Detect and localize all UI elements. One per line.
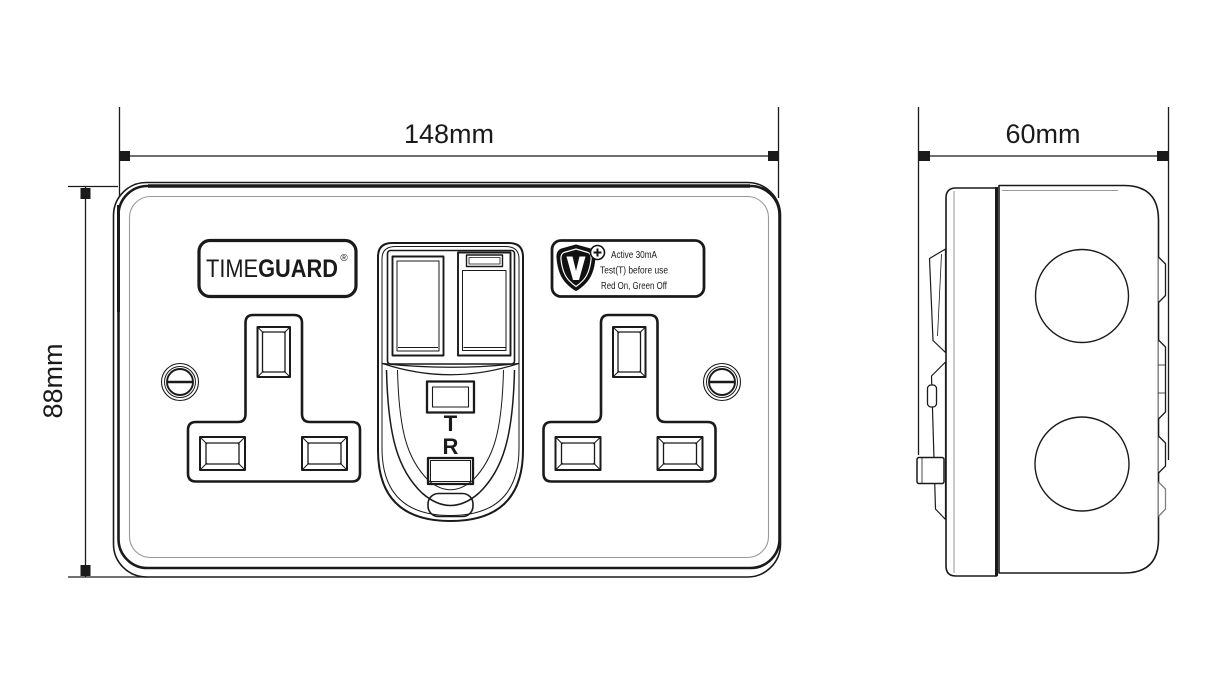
front-height-dimension: 88mm <box>38 185 148 578</box>
reset-button <box>426 456 475 486</box>
shield-v-glyph <box>566 256 586 280</box>
rcd-recess-outer <box>385 369 516 507</box>
knockout-tab-ticks <box>1158 364 1166 394</box>
screw-right-icon <box>702 362 742 402</box>
screw-outer-ring <box>160 362 200 402</box>
dimension-tick <box>768 151 779 161</box>
knockout-circle-bottom <box>1034 416 1130 512</box>
button-profile-tab <box>926 384 938 408</box>
reset-label: R <box>443 434 459 459</box>
aperture-bevels <box>258 327 290 377</box>
knockout-tabs <box>1158 256 1167 517</box>
aperture-outer <box>199 436 246 471</box>
aperture-outer <box>301 436 348 471</box>
faceplate-profile <box>945 187 998 577</box>
aperture-inner <box>205 442 240 465</box>
brand-part1: TIME <box>206 255 258 283</box>
rocker-outline <box>457 251 512 357</box>
rcd-divider-arc-top <box>382 362 519 368</box>
aperture-bevels <box>302 437 347 470</box>
rating-line3: Red On, Green Off <box>601 280 667 292</box>
brand-badge-frame <box>197 238 358 299</box>
faceplate-bevel <box>128 195 770 559</box>
back-box-outline <box>998 184 1160 574</box>
rating-line2: Test(T) before use <box>600 265 668 277</box>
rcd-module: T R <box>377 242 524 522</box>
live-pin-aperture <box>199 436 246 471</box>
rocker-switch-left <box>391 255 445 357</box>
brand-badge: TIMEGUARD ® <box>197 238 358 299</box>
aperture-inner <box>261 331 286 373</box>
front-width-dimension: 148mm <box>118 107 780 198</box>
mounting-lug <box>916 456 945 485</box>
rating-line1: Active 30mA <box>611 249 657 261</box>
plus-icon <box>589 244 606 261</box>
test-button <box>425 380 476 414</box>
knockout-tab <box>1158 481 1167 517</box>
rating-label: Active 30mA Test(T) before use Red On, G… <box>550 239 706 298</box>
test-button-inner <box>431 386 470 408</box>
rcd-divider-arc-bottom <box>382 362 519 376</box>
knockout-tab <box>1158 256 1167 303</box>
plus-cross <box>593 248 602 257</box>
screw-left-icon <box>160 362 200 402</box>
dimension-tick <box>119 151 130 161</box>
rocker-inner-line <box>396 260 440 352</box>
rocker-outline <box>391 255 445 357</box>
rocker-profile-top <box>928 248 947 354</box>
knockout-tab <box>1158 435 1167 474</box>
screw-mid-ring <box>164 366 196 398</box>
socket-left-aperture <box>186 313 362 483</box>
mounting-lug-outline <box>916 456 945 485</box>
screw-mid-ring <box>706 366 738 398</box>
socket-t-outline <box>186 313 362 483</box>
status-indicator-window <box>427 492 474 518</box>
rcd-recess-inner <box>397 369 504 491</box>
rocker-switch-right <box>457 251 512 357</box>
side-view <box>916 184 1167 577</box>
dimension-tick <box>80 188 91 199</box>
aperture-inner <box>307 442 342 465</box>
screw-outer-ring <box>702 362 742 402</box>
side-depth-value: 60mm <box>1005 119 1080 149</box>
front-view: TIMEGUARD ® Active 30mA Test(T) before u… <box>112 181 782 578</box>
front-width-value: 148mm <box>404 119 494 149</box>
reset-button-inner <box>430 460 471 482</box>
front-height-value: 88mm <box>38 343 68 418</box>
test-label: T <box>444 411 458 436</box>
reset-button-outline <box>426 456 475 486</box>
rcd-module-inner-line <box>381 246 520 516</box>
brand-part2: GUARD <box>258 255 338 283</box>
dimension-tick <box>80 565 91 576</box>
dimension-tick <box>919 151 930 161</box>
rocker-profile-line <box>937 253 942 337</box>
knockout-circle-top <box>1034 248 1130 344</box>
rocker-inner-line <box>462 270 507 351</box>
neon-indicator-inner <box>468 257 501 265</box>
switch-aperture-frame <box>386 249 516 365</box>
neutral-pin-aperture <box>301 436 348 471</box>
brand-text: TIMEGUARD <box>206 255 338 283</box>
aperture-outer <box>256 326 291 378</box>
shield-icon <box>556 244 606 291</box>
registered-trademark: ® <box>340 253 348 264</box>
neon-indicator-window <box>465 254 504 268</box>
shield-inner-line <box>560 248 592 288</box>
side-depth-dimension: 60mm <box>917 107 1170 460</box>
aperture-bevels <box>200 437 245 470</box>
knockout-tab <box>1158 339 1167 420</box>
dimension-tick <box>1157 151 1168 161</box>
test-button-outline <box>425 380 476 414</box>
earth-pin-aperture <box>256 326 291 378</box>
